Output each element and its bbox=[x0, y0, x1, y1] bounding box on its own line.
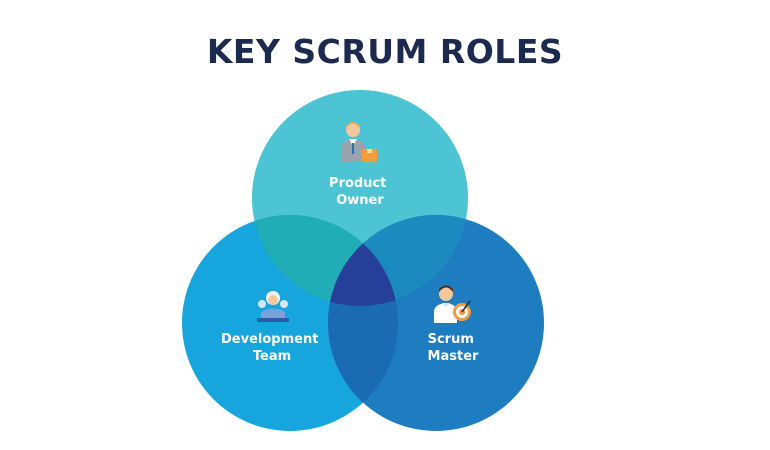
diagram-title: KEY SCRUM ROLES bbox=[206, 32, 564, 71]
development-team-label-line-2: Team bbox=[253, 349, 291, 364]
product-owner-label-line-2: Owner bbox=[336, 193, 384, 208]
product-owner-label: Product Owner bbox=[329, 176, 391, 208]
product-owner-icon bbox=[341, 122, 377, 162]
scrum-master-label: Scrum Master bbox=[428, 332, 479, 364]
scrum-master-label-line-2: Master bbox=[428, 349, 479, 364]
scrum-master-label-line-1: Scrum bbox=[428, 332, 474, 347]
scrum-master-icon bbox=[434, 285, 471, 323]
development-team-label: Development Team bbox=[221, 332, 323, 364]
overlap-center bbox=[328, 215, 398, 306]
product-owner-label-line-1: Product bbox=[329, 176, 386, 191]
development-team-icon bbox=[257, 291, 289, 322]
development-team-label-line-1: Development bbox=[221, 332, 318, 347]
